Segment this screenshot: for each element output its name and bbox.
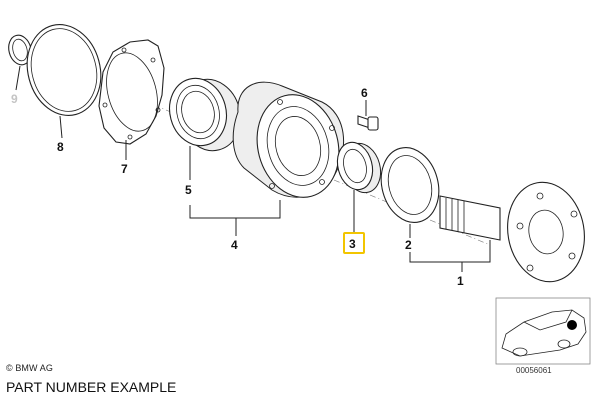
copyright-label: © BMW AG: [6, 363, 53, 373]
callout-5: 5: [185, 183, 192, 197]
caption: PART NUMBER EXAMPLE: [6, 379, 177, 395]
highlight-box: [343, 232, 365, 254]
callout-7: 7: [121, 162, 128, 176]
part-1-output-flange[interactable]: [439, 176, 592, 288]
callout-1: 1: [457, 274, 464, 288]
part-2-washer[interactable]: [373, 141, 447, 229]
callout-3[interactable]: 3: [349, 237, 356, 251]
callout-8: 8: [57, 140, 64, 154]
part-9-circlip[interactable]: [5, 33, 34, 68]
part-6-bolt[interactable]: [357, 115, 379, 131]
callout-4: 4: [231, 238, 238, 252]
callout-2: 2: [405, 238, 412, 252]
reference-code: 00056061: [516, 366, 552, 375]
part-8-o-ring[interactable]: [17, 16, 110, 124]
part-4-housing[interactable]: [232, 81, 350, 206]
callout-9: 9: [11, 92, 18, 106]
part-5-ball-bearing[interactable]: [162, 72, 248, 158]
location-marker: [567, 320, 577, 330]
vehicle-locator-thumbnail: [495, 297, 591, 365]
part-7-gasket[interactable]: [98, 39, 165, 145]
callout-6: 6: [361, 86, 368, 100]
car-outline: [501, 309, 587, 357]
part-3-shaft-seal[interactable]: [332, 138, 385, 196]
leader-lines: [15, 65, 491, 272]
